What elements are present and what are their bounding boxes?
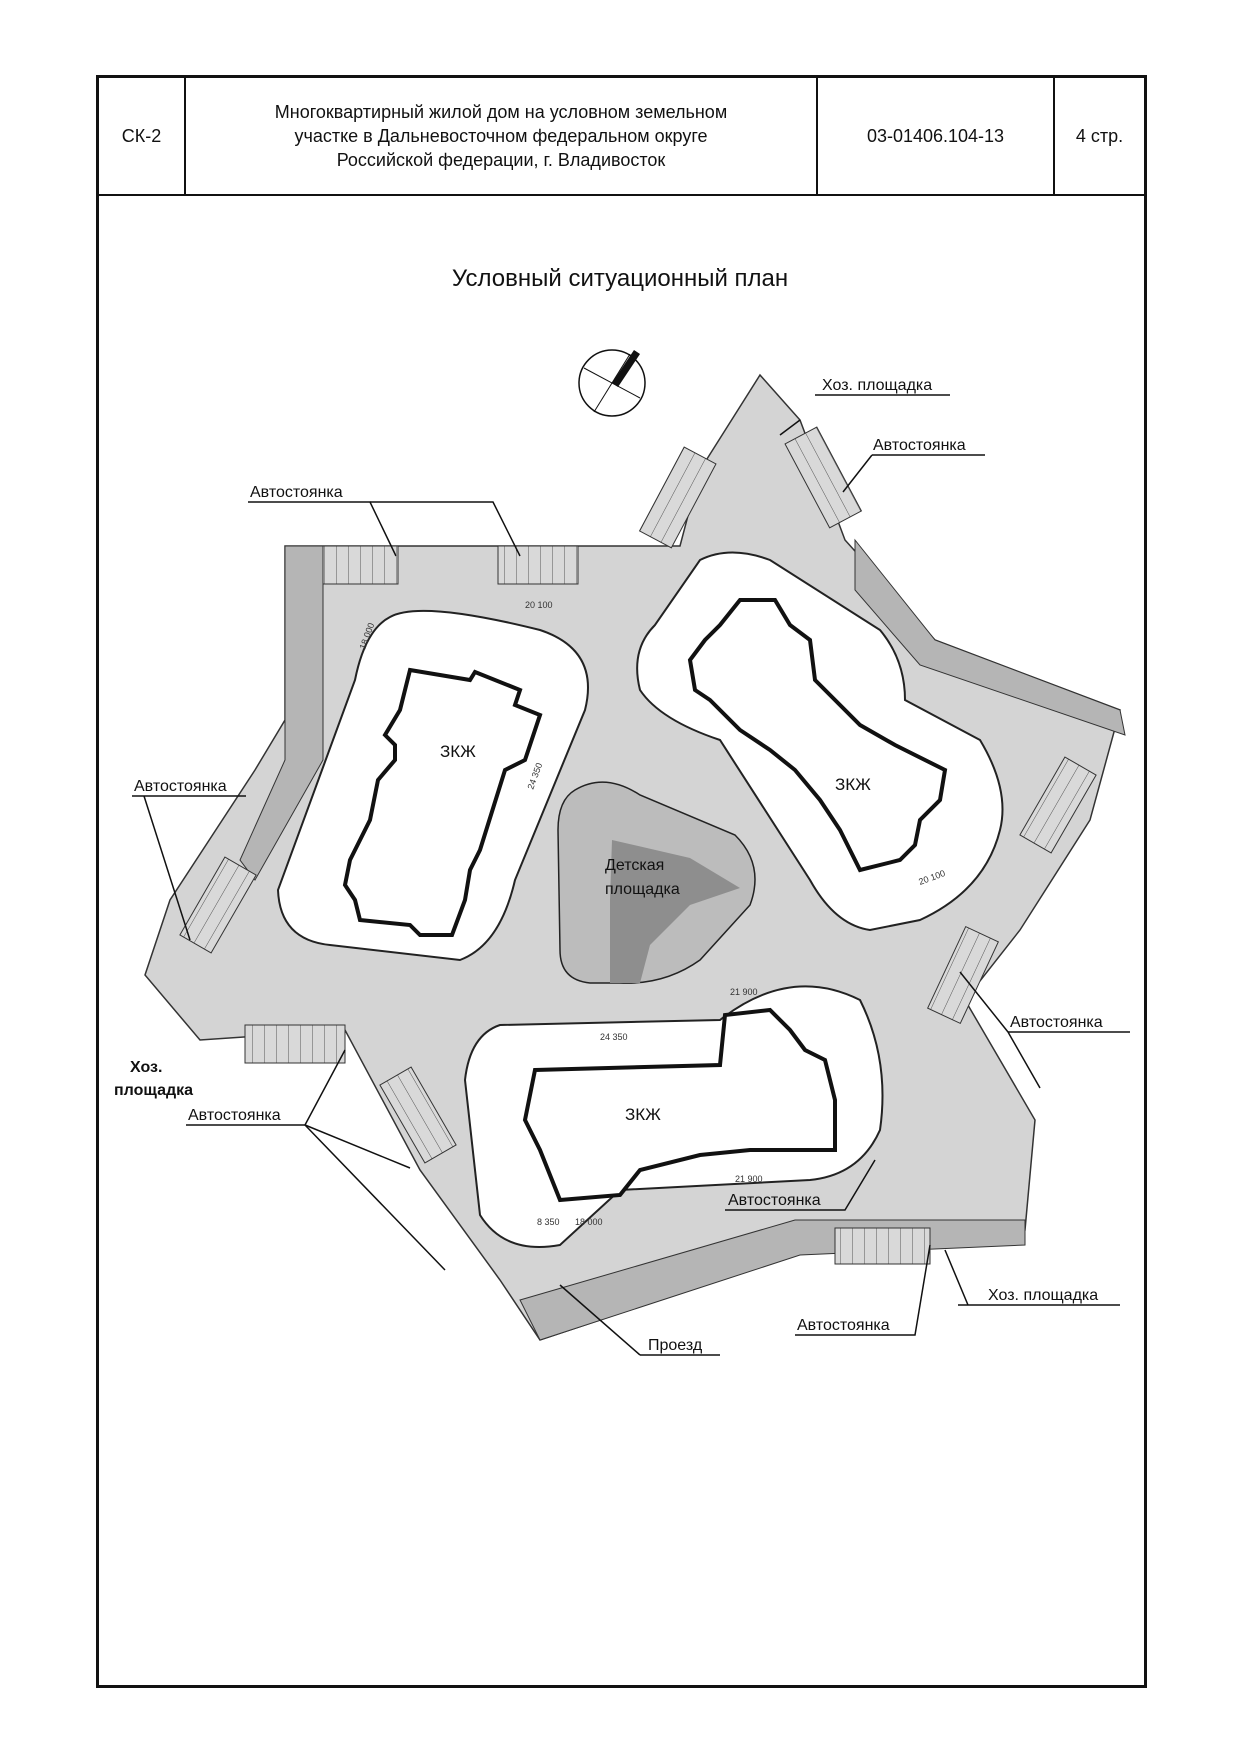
parking-stalls (497, 545, 579, 585)
parking-stalls (244, 1024, 346, 1064)
parking-stalls (834, 1227, 931, 1265)
north-arrow-icon (578, 349, 646, 417)
parking-label: Автостоянка (250, 484, 343, 501)
parking-stalls (322, 545, 399, 585)
utility-label: площадка (114, 1082, 193, 1099)
dimension: 21 900 (735, 1174, 763, 1184)
playground-zone (610, 840, 740, 983)
parking-label: Автостоянка (1010, 1014, 1103, 1031)
document-number: 03-01406.104-13 (818, 78, 1055, 194)
utility-label: Хоз. площадка (822, 377, 932, 394)
dimension: 20 100 (525, 600, 553, 610)
parking-stalls (179, 856, 257, 954)
plan-title: Условный ситуационный план (451, 265, 789, 292)
dimension: 24 350 (600, 1032, 628, 1042)
parking-stalls (784, 426, 863, 529)
parking-stalls (638, 446, 717, 549)
parking-label: Автостоянка (728, 1192, 821, 1209)
parking-label: Автостоянка (188, 1107, 281, 1124)
building-footprint (687, 598, 948, 873)
title-block: СК-2 Многоквартирный жилой дом на условн… (99, 78, 1144, 196)
leader-lines (132, 394, 1130, 1356)
playground-label: площадка (605, 881, 680, 898)
drawing-sheet: СК-2 Многоквартирный жилой дом на условн… (96, 75, 1147, 1688)
building-footprint (342, 667, 543, 937)
parking-stalls (1019, 756, 1097, 854)
building-footprint (522, 1007, 837, 1203)
building-label: ЗКЖ (835, 775, 871, 794)
parking-label: Автостоянка (797, 1317, 890, 1334)
parking-label: Автостоянка (134, 778, 227, 795)
project-title-line: Многоквартирный жилой дом на условном зе… (274, 102, 728, 122)
driveway-label: Проезд (648, 1337, 703, 1354)
project-title: Многоквартирный жилой дом на условном зе… (186, 78, 818, 194)
page-number: 4 стр. (1075, 126, 1124, 146)
utility-label: Хоз. площадка (988, 1287, 1098, 1304)
building-label: ЗКЖ (440, 742, 476, 761)
perimeter-strip (854, 538, 1126, 736)
playground-label: Детская (605, 857, 664, 874)
project-title-line: Российской федерации, г. Владивосток (336, 150, 666, 170)
dimension: 18 000 (575, 1217, 603, 1227)
dimension: 21 900 (730, 987, 758, 997)
parking-label: Автостоянка (873, 437, 966, 454)
parking-stalls (379, 1066, 457, 1164)
building-label: ЗКЖ (625, 1105, 661, 1124)
dimension: 8 350 (537, 1217, 560, 1227)
project-title-line: участке в Дальневосточном федеральном ок… (294, 126, 708, 146)
utility-label: Хоз. (130, 1059, 162, 1076)
sheet-code: СК-2 (99, 78, 186, 194)
